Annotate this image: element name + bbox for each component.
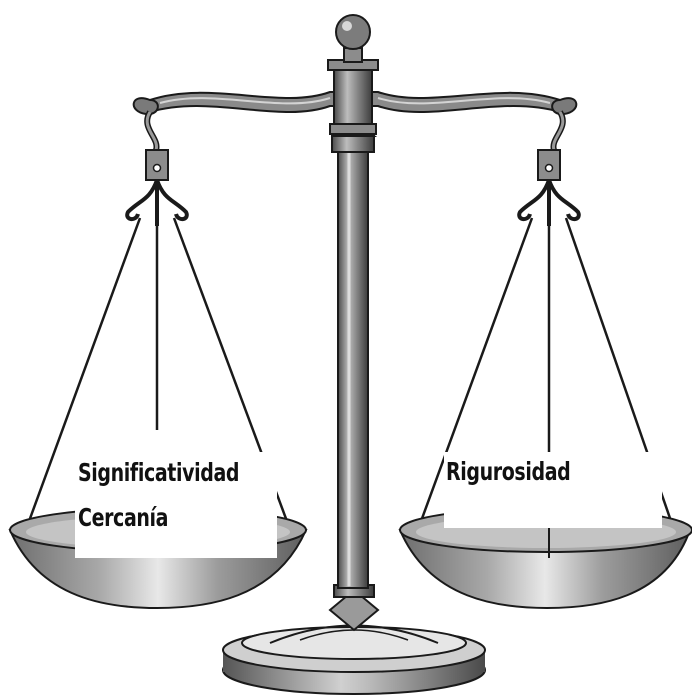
scale-base xyxy=(222,624,486,695)
left-pan-label-box: Significatividad Cercanía xyxy=(75,452,277,558)
scale-pole xyxy=(328,120,380,632)
left-pan-label-cercania: Cercanía xyxy=(78,500,168,536)
right-pan-label-box: Rigurosidad xyxy=(444,452,662,528)
left-hanger xyxy=(26,110,290,525)
scale-beam xyxy=(132,14,578,135)
left-pan-label-significatividad: Significatividad xyxy=(78,455,240,491)
right-pan-label-rigurosidad: Rigurosidad xyxy=(446,454,571,490)
